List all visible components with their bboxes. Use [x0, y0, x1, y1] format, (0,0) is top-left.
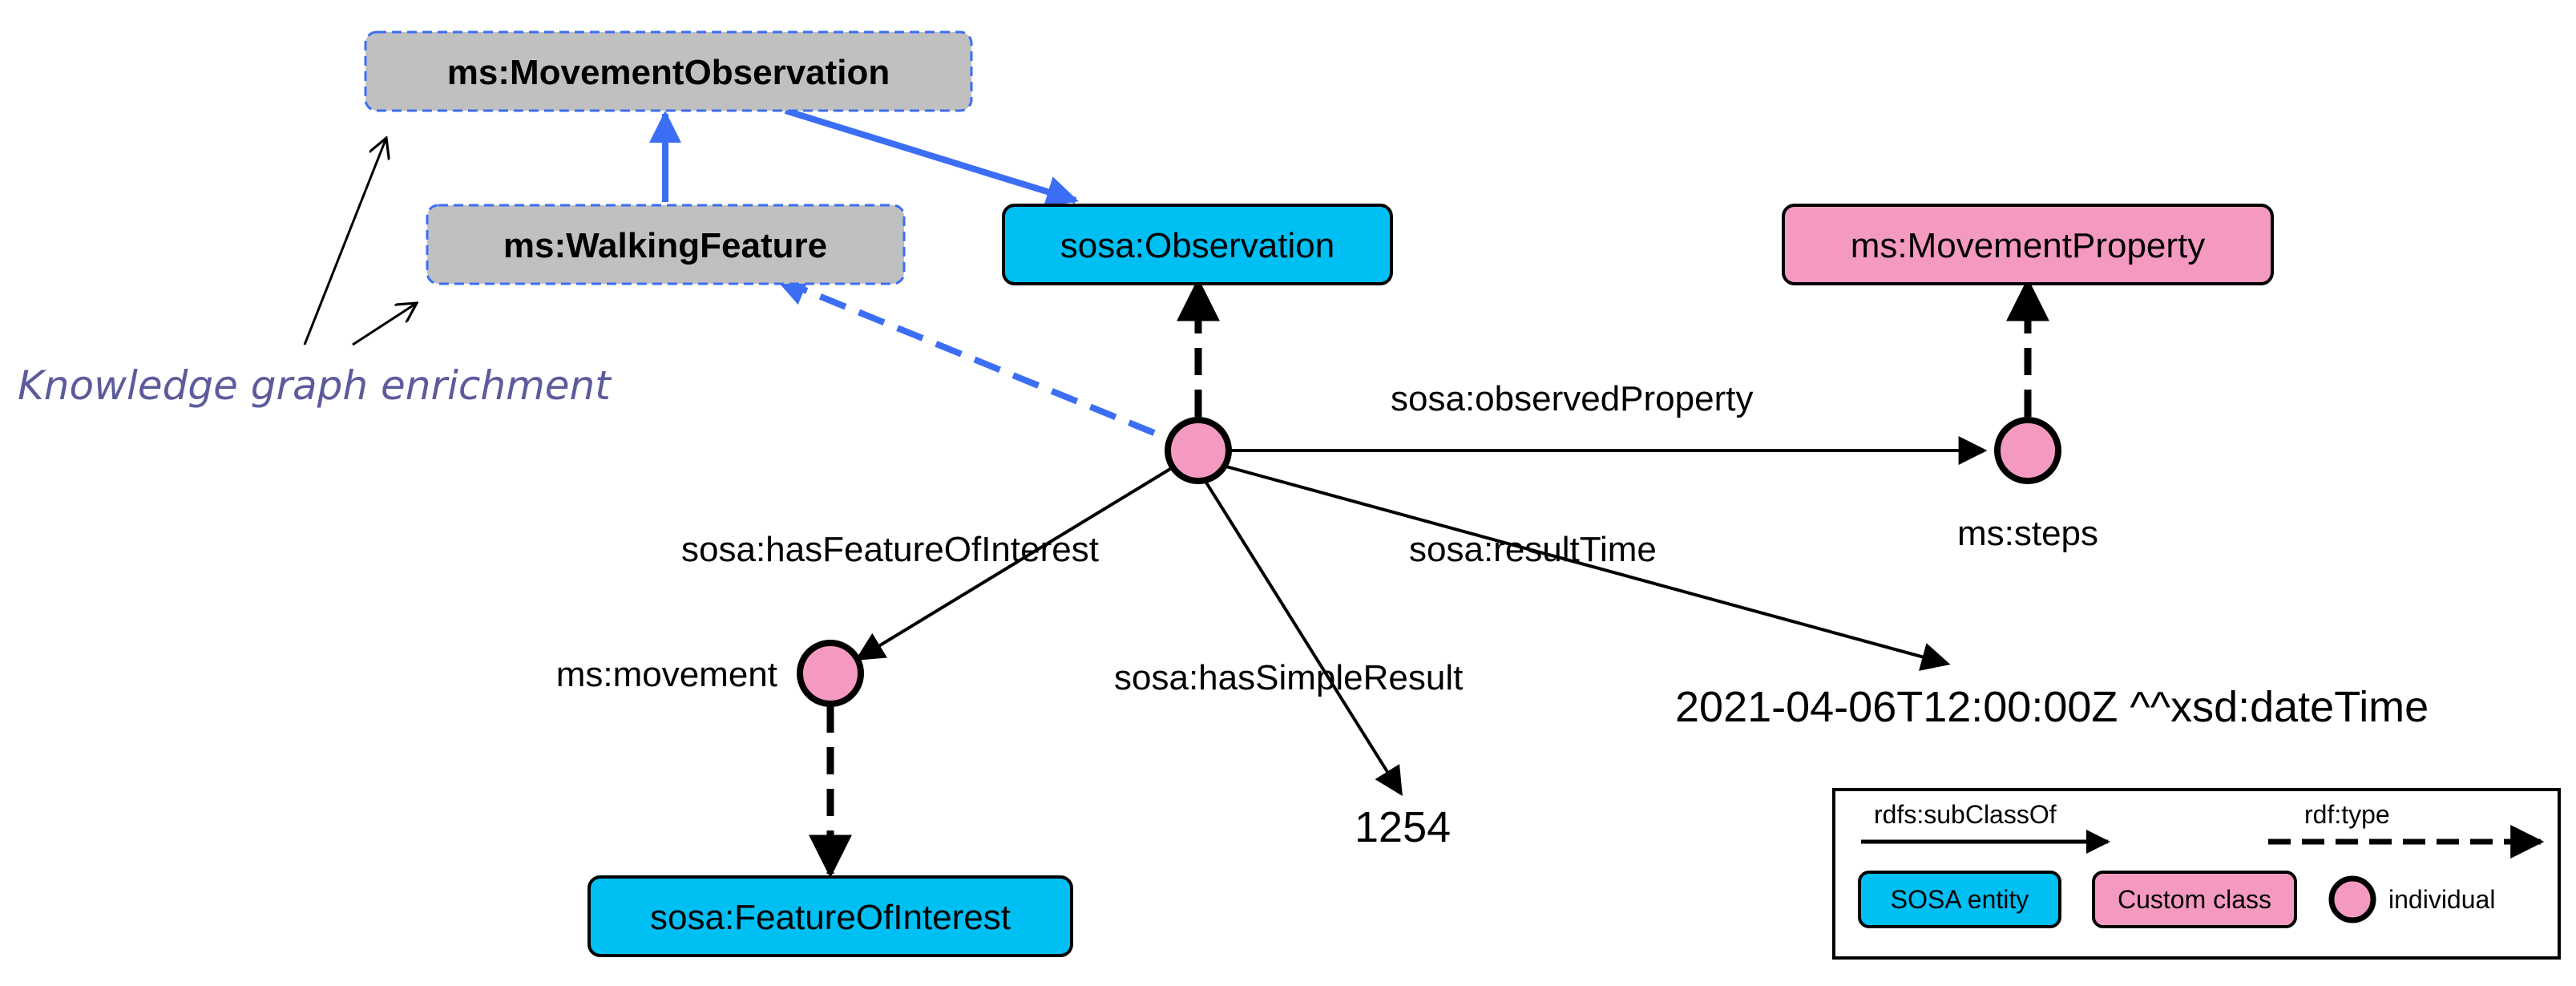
observation-individual [1165, 417, 1232, 484]
class-feature-of-interest: sosa:FeatureOfInterest [587, 875, 1073, 957]
legend-custom-label: Custom class [2118, 885, 2271, 914]
individual-steps-label: ms:steps [1957, 514, 2098, 553]
legend-custom-swatch [2092, 871, 2297, 928]
result-time-edge [1225, 465, 1951, 671]
steps-individual [1994, 417, 2061, 484]
class-sosa-observation: sosa:Observation [1002, 204, 1393, 285]
legend-type-label: rdf:type [2304, 800, 2390, 829]
individual-to-walking-type-edge [774, 275, 1156, 436]
annotation-arrow-upper [303, 138, 386, 346]
simple-result-literal: 1254 [1355, 803, 1451, 851]
enrichment-annotation: Knowledge graph enrichment [18, 362, 612, 409]
individual-movement-label: ms:movement [556, 655, 777, 694]
class-movement-property: ms:MovementProperty [1782, 204, 2274, 285]
has-feature-of-interest-edge [854, 467, 1172, 661]
observed-property-label: sosa:observedProperty [1391, 379, 1753, 418]
svg-text:ms:MovementObservation: ms:MovementObservation [447, 53, 890, 92]
movementobs-to-observation-edge [784, 107, 1079, 208]
has-simple-result-edge [1205, 481, 1403, 797]
class-walking-feature: ms:WalkingFeature [426, 204, 906, 285]
legend-individual-circle [2328, 875, 2376, 923]
has-feature-of-interest-label: sosa:hasFeatureOfInterest [681, 530, 1099, 569]
legend-sosa-swatch [1858, 871, 2061, 928]
legend-subclass-label: rdfs:subClassOf [1874, 800, 2057, 829]
result-time-literal: 2021-04-06T12:00:00Z ^^xsd:dateTime [1675, 683, 2429, 731]
svg-text:sosa:FeatureOfInterest: sosa:FeatureOfInterest [650, 898, 1011, 937]
has-simple-result-label: sosa:hasSimpleResult [1114, 658, 1463, 697]
svg-text:ms:WalkingFeature: ms:WalkingFeature [503, 226, 827, 265]
movement-individual [797, 640, 864, 707]
result-time-label: sosa:resultTime [1409, 530, 1657, 569]
legend-individual-label: individual [2388, 885, 2495, 914]
annotation-arrow-lower [352, 303, 417, 346]
legend-sosa-label: SOSA entity [1891, 885, 2029, 914]
class-movement-observation: ms:MovementObservation [364, 30, 973, 112]
svg-text:ms:MovementProperty: ms:MovementProperty [1851, 226, 2206, 265]
svg-text:sosa:Observation: sosa:Observation [1060, 226, 1334, 265]
legend: rdfs:subClassOf rdf:type SOSA entity Cus… [1832, 788, 2561, 960]
